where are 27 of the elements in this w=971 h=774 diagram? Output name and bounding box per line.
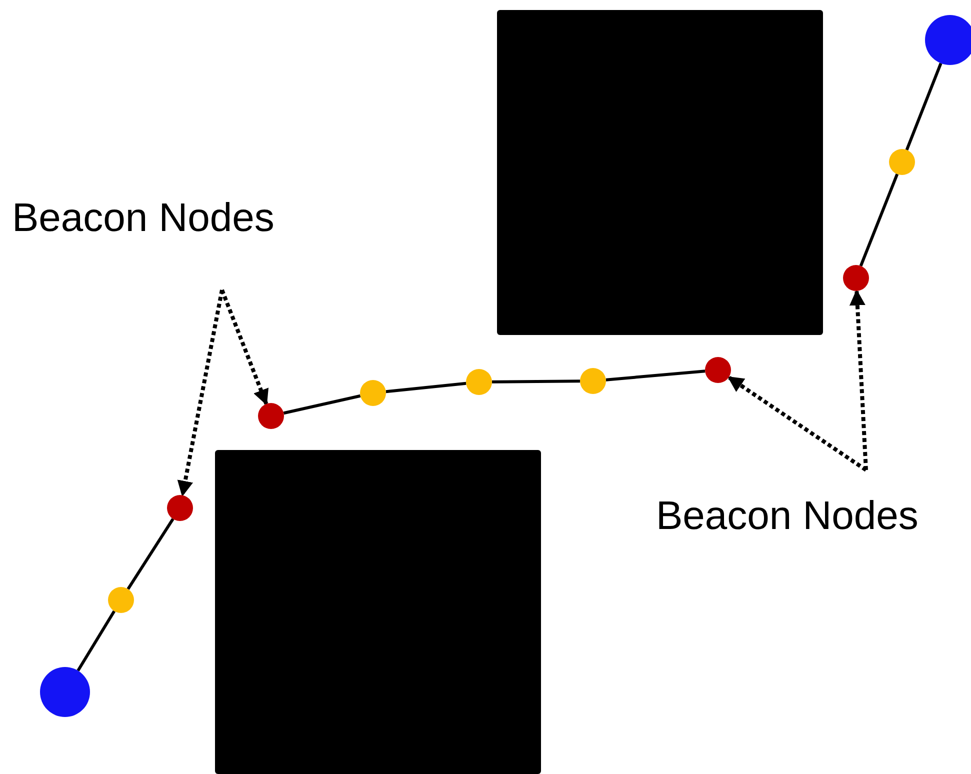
waypoint-circle	[108, 587, 134, 613]
beacon-circle	[705, 357, 731, 383]
beacon-circle	[258, 403, 284, 429]
leader-line	[220, 289, 269, 406]
obstacle-block	[215, 450, 541, 774]
endpoint-circle	[925, 15, 971, 65]
waypoint-circle	[360, 380, 386, 406]
path-line	[606, 370, 706, 382]
leader-line	[727, 376, 868, 472]
callout-label: Beacon Nodes	[12, 195, 274, 241]
beacon-circle	[167, 495, 193, 521]
path-line	[905, 62, 942, 150]
endpoint-circle	[40, 667, 90, 717]
leader-line	[177, 290, 224, 497]
path-line	[126, 518, 174, 590]
beacon-circle	[843, 265, 869, 291]
path-line	[76, 610, 116, 672]
waypoint-circle	[580, 368, 606, 394]
path-line	[492, 380, 580, 384]
path-line	[386, 382, 466, 394]
waypoint-circle	[466, 369, 492, 395]
leader-line	[849, 289, 868, 470]
obstacle-block	[497, 10, 823, 335]
waypoint-circle	[889, 149, 915, 175]
path-line	[859, 174, 899, 266]
callout-label: Beacon Nodes	[656, 493, 918, 539]
path-line	[283, 394, 361, 415]
